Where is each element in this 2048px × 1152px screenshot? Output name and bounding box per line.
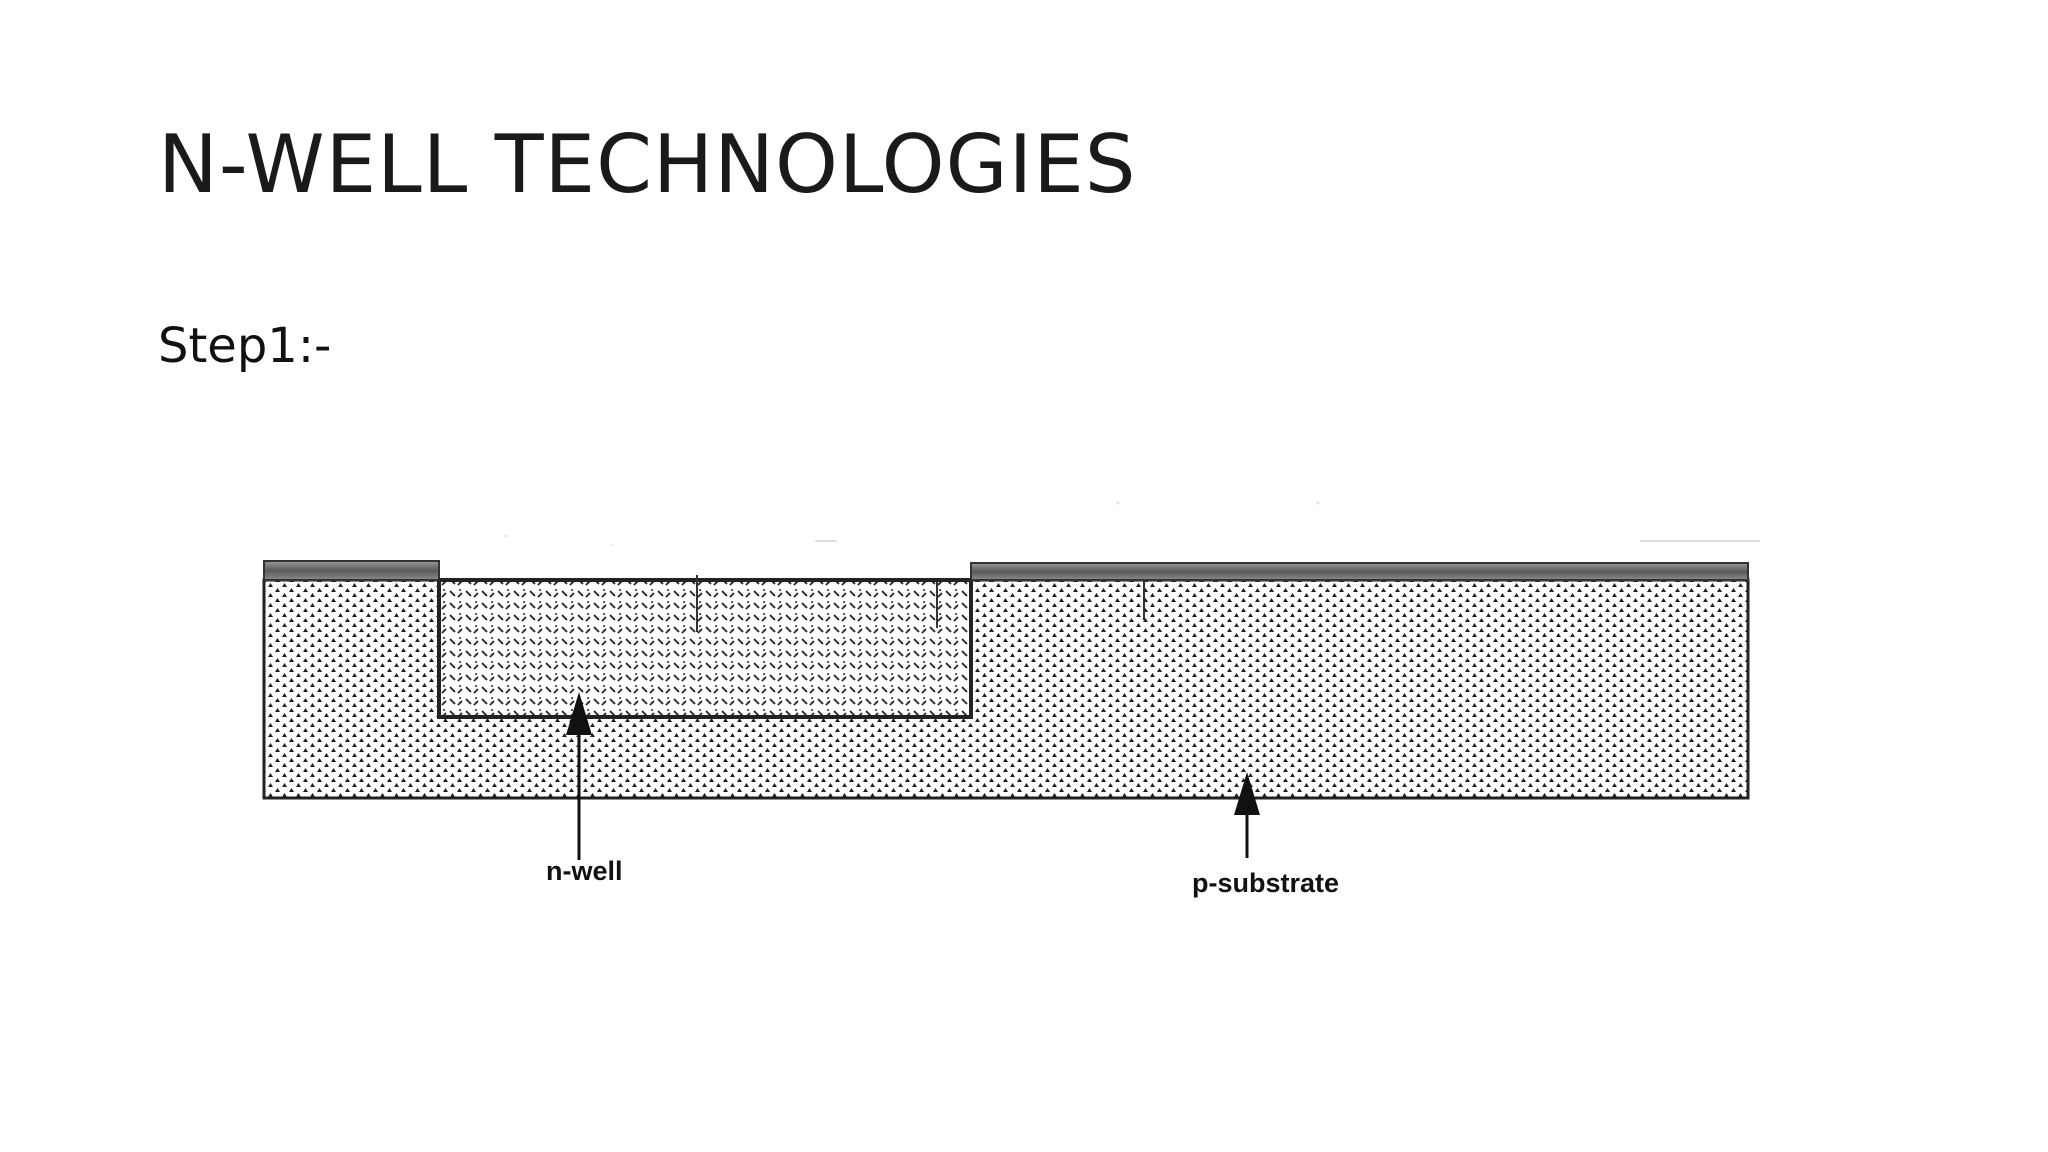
p-substrate-label: p-substrate <box>1192 868 1339 898</box>
oxide-layer-right <box>970 562 1749 581</box>
n-well-region <box>437 578 973 719</box>
step-heading: Step1:- <box>158 318 332 374</box>
p-substrate-arrow <box>1234 772 1260 858</box>
n-well-label: n-well <box>546 856 623 886</box>
n-well-arrow <box>566 692 592 860</box>
slide-title: N-WELL TECHNOLOGIES <box>158 118 1137 211</box>
scan-artifacts <box>504 501 1760 546</box>
well-surface-marks <box>696 575 1145 632</box>
oxide-layer-left <box>263 560 440 581</box>
